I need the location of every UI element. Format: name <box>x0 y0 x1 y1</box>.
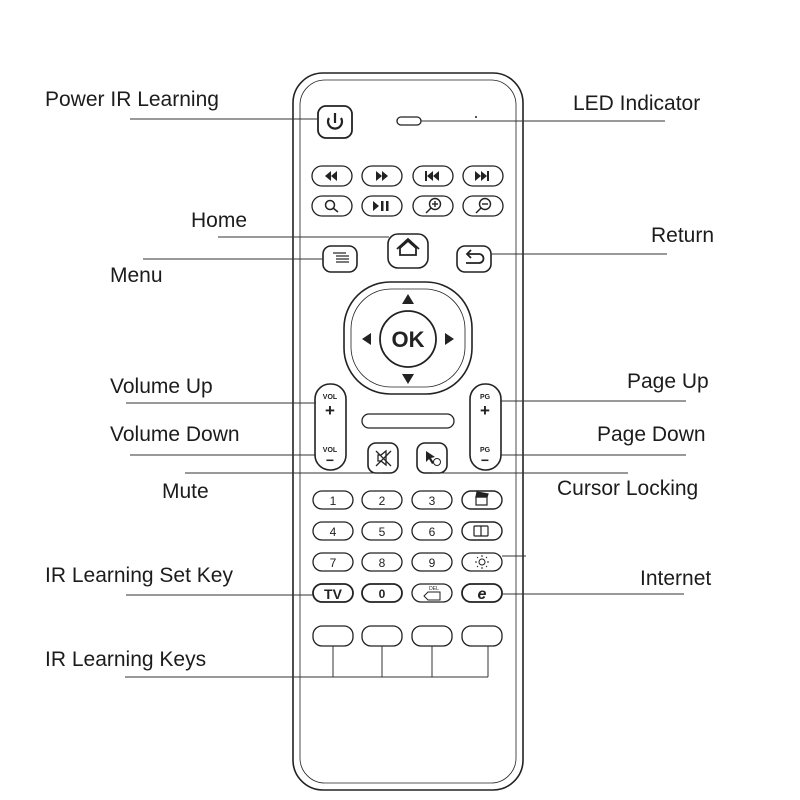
fast-forward-button[interactable] <box>361 165 403 187</box>
label-ir-learning-keys: IR Learning Keys <box>45 648 207 671</box>
key-6-label: 6 <box>429 525 436 539</box>
label-menu: Menu <box>110 264 163 287</box>
page-up-label: PG <box>480 394 491 401</box>
mute-icon <box>375 449 392 467</box>
key-4-label: 4 <box>330 525 337 539</box>
clapperboard-icon <box>475 491 489 506</box>
internet-button[interactable] <box>461 583 503 603</box>
key-6[interactable] <box>411 521 453 541</box>
page-up-sign: + <box>480 401 490 420</box>
label-volume-up: Volume Up <box>110 375 213 398</box>
previous-track-button[interactable] <box>412 165 454 187</box>
label-volume-down: Volume Down <box>110 423 240 446</box>
label-cursor-locking: Cursor Locking <box>557 477 699 500</box>
volume-up-sign: + <box>325 401 335 420</box>
cursor-icon <box>426 451 441 466</box>
return-button[interactable] <box>456 245 492 273</box>
key-8-label: 8 <box>379 556 386 570</box>
delete-icon <box>423 591 441 601</box>
key-7-label: 7 <box>330 556 337 570</box>
key-3[interactable] <box>411 490 453 510</box>
right-arrow-icon[interactable] <box>445 333 454 345</box>
tv-button[interactable] <box>312 583 354 603</box>
page-rocker[interactable] <box>469 383 502 471</box>
label-led-indicator: LED Indicator <box>573 92 701 115</box>
remote-body <box>292 72 524 791</box>
menu-icon <box>333 252 349 263</box>
microphone-hole <box>475 116 477 118</box>
ok-label: OK <box>392 327 425 352</box>
label-page-down: Page Down <box>597 423 706 446</box>
brightness-icon <box>475 555 489 569</box>
key-9-label: 9 <box>429 556 436 570</box>
delete-button[interactable] <box>411 583 453 603</box>
label-page-up: Page Up <box>627 370 709 393</box>
label-power-ir-learning: Power IR Learning <box>45 88 219 111</box>
previous-track-icon <box>425 171 439 181</box>
ir-learning-key-4[interactable] <box>461 625 503 647</box>
delete-label: DEL <box>429 586 439 592</box>
search-button[interactable] <box>311 195 353 217</box>
page-down-label: PG <box>480 447 491 454</box>
up-arrow-icon[interactable] <box>402 294 414 304</box>
zoom-out-icon <box>475 197 492 214</box>
label-ir-learning-set-key: IR Learning Set Key <box>45 564 233 587</box>
clapperboard-button[interactable] <box>461 490 503 510</box>
fast-forward-icon <box>376 171 388 181</box>
return-icon <box>465 249 485 264</box>
callout-bracket-ir-keys <box>125 646 489 678</box>
internet-icon: e <box>478 586 487 603</box>
search-icon <box>324 199 339 213</box>
play-pause-button[interactable] <box>361 195 403 217</box>
remote-body-inner <box>299 79 517 784</box>
key-5-label: 5 <box>379 525 386 539</box>
key-0-label: 0 <box>379 587 386 601</box>
power-icon <box>326 113 344 130</box>
rewind-icon <box>325 171 337 181</box>
window-button[interactable] <box>461 521 503 541</box>
volume-down-sign: − <box>326 452 334 468</box>
rewind-button[interactable] <box>311 165 353 187</box>
mute-button[interactable] <box>367 442 399 474</box>
key-9[interactable] <box>411 552 453 572</box>
key-4[interactable] <box>312 521 354 541</box>
home-icon <box>396 237 420 256</box>
next-track-icon <box>475 171 489 181</box>
page-down-sign: − <box>481 452 489 468</box>
home-button[interactable] <box>387 233 429 269</box>
label-mute: Mute <box>162 480 209 503</box>
navigation-ring[interactable] <box>343 281 473 395</box>
power-button[interactable] <box>317 105 353 139</box>
key-2-label: 2 <box>379 494 386 508</box>
zoom-out-button[interactable] <box>462 195 504 217</box>
key-5[interactable] <box>361 521 403 541</box>
next-track-button[interactable] <box>462 165 504 187</box>
label-return: Return <box>651 224 715 247</box>
key-8[interactable] <box>361 552 403 572</box>
down-arrow-icon[interactable] <box>402 374 414 384</box>
tv-label: TV <box>324 586 343 602</box>
left-arrow-icon[interactable] <box>362 333 371 345</box>
key-3-label: 3 <box>429 494 436 508</box>
volume-up-label: VOL <box>323 394 338 401</box>
brightness-button[interactable] <box>461 552 503 572</box>
play-pause-icon <box>373 201 389 211</box>
volume-rocker[interactable] <box>314 383 347 471</box>
volume-down-label: VOL <box>323 447 338 454</box>
label-home: Home <box>191 209 248 232</box>
key-2[interactable] <box>361 490 403 510</box>
label-internet: Internet <box>640 567 712 590</box>
ok-button[interactable] <box>379 310 437 368</box>
key-1[interactable] <box>312 490 354 510</box>
zoom-in-icon <box>425 197 442 214</box>
window-icon <box>473 525 489 537</box>
key-1-label: 1 <box>330 494 337 508</box>
key-7[interactable] <box>312 552 354 572</box>
zoom-in-button[interactable] <box>412 195 454 217</box>
key-0[interactable] <box>361 583 403 603</box>
center-slot <box>361 413 455 429</box>
